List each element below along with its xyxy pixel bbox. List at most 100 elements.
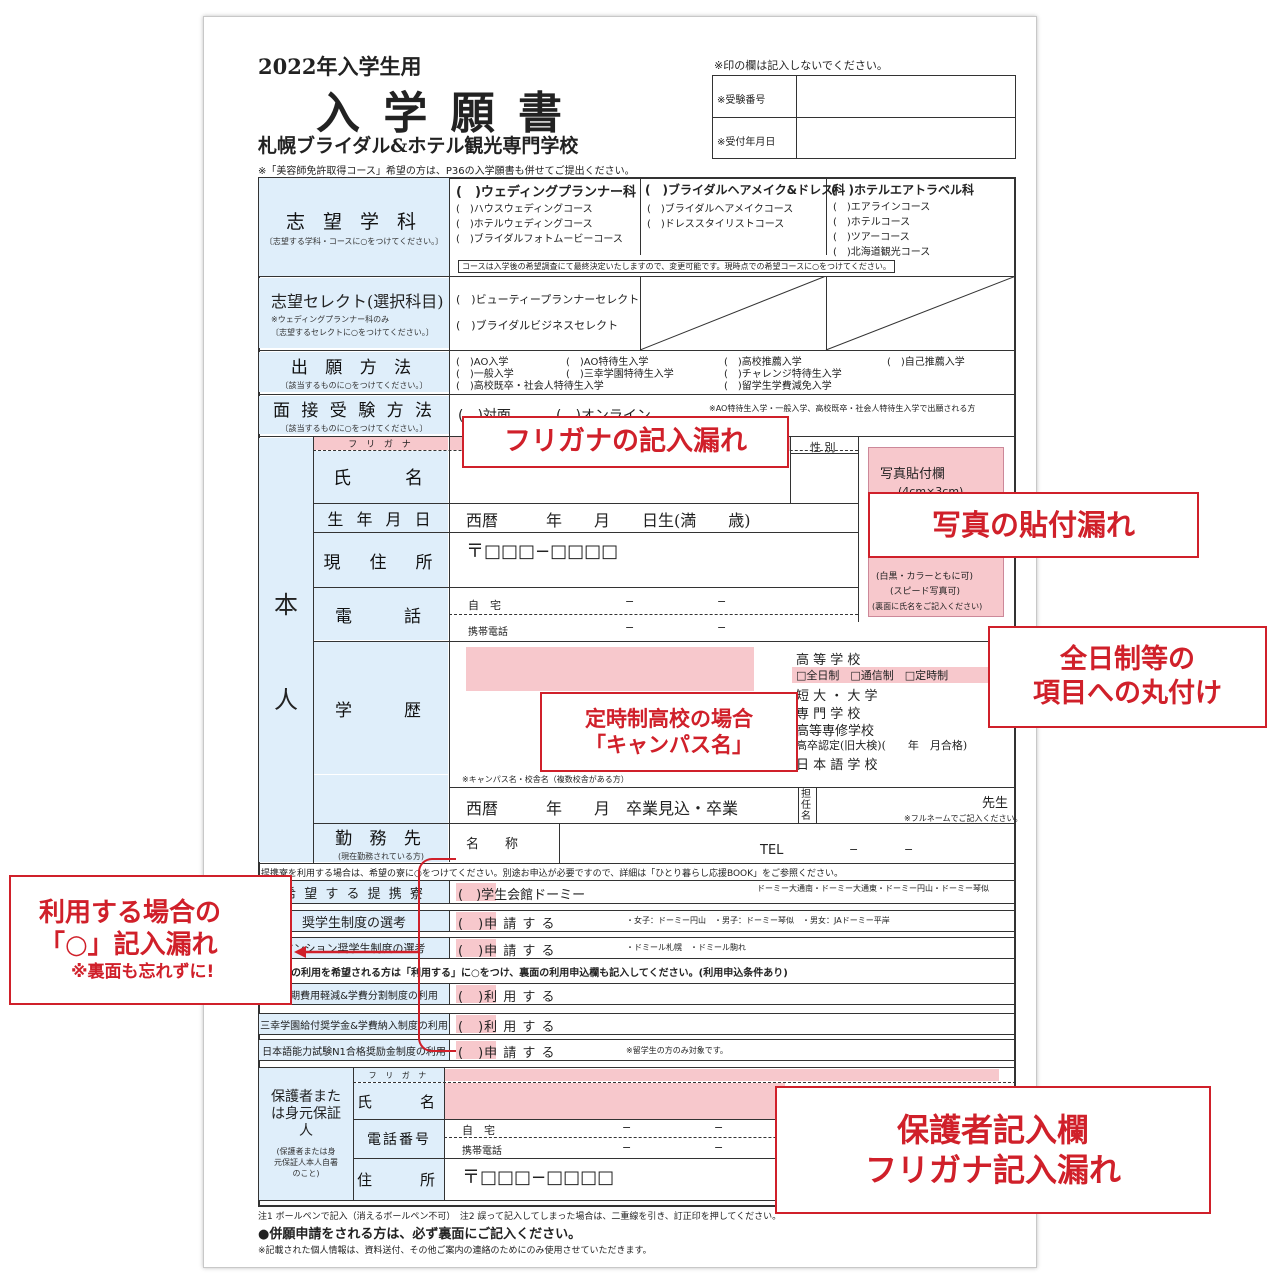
dob-label: 生 年 月 日 [314, 504, 448, 532]
edu-item[interactable]: 短 大 ・ 大 学 [796, 689, 878, 704]
divider [858, 436, 859, 622]
usage-circle-field[interactable] [456, 985, 496, 1003]
dorm-circle-field[interactable] [456, 939, 496, 957]
dept-col2-title[interactable]: ( )ブライダルヘアメイク&ドレス科 [645, 183, 846, 197]
education-label-text: 学 歴 [335, 700, 427, 721]
dept-col3-item[interactable]: ( )ツアーコース [833, 232, 910, 243]
dept-col3-item[interactable]: ( )北海道観光コース [833, 247, 931, 258]
apply-label-text: 出 願 方 法 [290, 358, 418, 378]
divider [444, 1067, 445, 1201]
apply-option[interactable]: ( )AO入学 [456, 357, 509, 368]
apply-option[interactable]: ( )留学生学費減免入学 [724, 381, 832, 392]
postal-code[interactable]: 〒□□□−□□□□ [466, 541, 619, 562]
graduation-value[interactable]: 西暦 年 月 卒業見込・卒業 [466, 799, 739, 818]
guardian-address-label: 住 所 [354, 1159, 444, 1200]
dept-col3-item[interactable]: ( )ホテルコース [833, 217, 911, 228]
usage-row-value[interactable]: ( )利 用 す る [458, 990, 556, 1005]
apply-option[interactable]: ( )AO特待生入学 [566, 357, 649, 368]
apply-option[interactable]: ( )チャレンジ特待生入学 [724, 369, 842, 380]
dept-label-text: 志 望 学 科 [285, 211, 423, 233]
guardian-furigana-text: フ リ ガ ナ [368, 1070, 430, 1080]
usage-row-note: ※留学生の方のみ対象です。 [626, 1046, 728, 1055]
dorm-circle-field[interactable] [456, 883, 496, 901]
dash: − [625, 621, 635, 634]
divider [258, 350, 1016, 351]
select-option[interactable]: ( )ブライダルビジネスセレクト [456, 319, 619, 332]
guardian-furigana-label: フ リ ガ ナ [354, 1068, 444, 1082]
divider [559, 823, 560, 863]
school-name-field[interactable] [466, 647, 754, 691]
usage-row-value[interactable]: ( )申 請 す る [458, 1046, 556, 1061]
address-label: 現 住 所 [314, 533, 448, 587]
usage-row-value[interactable]: ( )利 用 す る [458, 1020, 556, 1035]
edu-item[interactable]: 高等専修学校 [796, 724, 875, 739]
form-title: 入 学 願 書 [316, 88, 566, 139]
edu-item[interactable]: 高卒認定(旧大検)( 年 月合格) [796, 739, 968, 752]
edu-note: ※キャンパス名・校舎名（複数校舎がある方） [462, 775, 629, 784]
brace-bracket [418, 858, 456, 1052]
apply-option[interactable]: ( )高校推薦入学 [724, 357, 802, 368]
divider [313, 587, 858, 588]
dept-col1-title[interactable]: ( )ウェディングプランナー科 [456, 185, 636, 200]
teacher-suffix: 先生 [982, 796, 1009, 811]
dorm-row-label: 希 望 す る 提 携 寮 [259, 881, 449, 903]
dept-col2-item[interactable]: ( )ドレススタイリストコース [647, 219, 785, 230]
work-name-label: 名 称 [466, 837, 519, 852]
dept-label: 志 望 学 科 〔志望する学科・コースに○をつけてください。〕 [259, 178, 449, 276]
select-sub: 〔志望するセレクトに○をつけてください。〕 [271, 328, 434, 337]
edu-item: 高 等 学 校 [796, 653, 861, 668]
apply-option[interactable]: ( )一般入学 [456, 369, 514, 380]
dept-col3-item[interactable]: ( )エアラインコース [833, 202, 931, 213]
guardian-phone-text: 電話番号 [367, 1132, 431, 1148]
dept-label-sub: 〔志望する学科・コースに○をつけてください。〕 [264, 237, 444, 246]
dept-col1-item[interactable]: ( )ハウスウェディングコース [456, 204, 593, 215]
usage-row [258, 1039, 1016, 1061]
dept-col1-item[interactable]: ( )ブライダルフォトムービーコース [456, 234, 623, 245]
guardian-address-text: 住 所 [356, 1171, 441, 1189]
apply-option[interactable]: ( )三幸学園特待生入学 [566, 369, 674, 380]
edu-course-type[interactable]: □全日制 □通信制 □定時制 [796, 669, 949, 682]
divider [353, 1082, 1016, 1083]
dept-col3-title[interactable]: ( )ホテルエアトラベル科 [831, 183, 974, 197]
divider [449, 880, 450, 904]
select-option[interactable]: ( )ビューティープランナーセレクト [456, 293, 640, 306]
divider [790, 453, 858, 454]
divider [449, 1013, 450, 1035]
dorm-row-value[interactable]: ( )申 請 す る [458, 944, 556, 959]
divider [353, 1067, 354, 1201]
dept-col2-item[interactable]: ( )ブライダルヘアメイクコース [647, 204, 794, 215]
usage-row-label: 日本語能力試験N1合格奨励金制度の利用 [259, 1040, 449, 1060]
guardian-postal[interactable]: 〒□□□−□□□□ [462, 1167, 615, 1188]
person-label-char: 人 [274, 686, 298, 714]
guardian-name-field[interactable] [445, 1083, 785, 1119]
apply-option[interactable]: ( )高校既卒・社会人特待生入学 [456, 381, 604, 392]
arrow-left-icon [294, 946, 420, 958]
school-name: 札幌ブライダル&ホテル観光専門学校 [258, 135, 579, 157]
divider [449, 614, 858, 615]
photo-note: (裏面に氏名をご記入ください) [872, 602, 983, 611]
course-type-highlight[interactable] [792, 667, 1016, 683]
edu-item[interactable]: 専 門 学 校 [796, 707, 861, 722]
dorm-row-note: ドーミー大通南・ドーミー大通東・ドーミー円山・ドーミー琴似 [757, 884, 989, 893]
dob-value[interactable]: 西暦 年 月 日生(満 歳) [466, 511, 751, 530]
teacher-label: 担任名 [801, 789, 811, 822]
divider [313, 641, 1016, 642]
guardian-label: 保護者または身元保証人 (保護者または身元保証人本人自署のこと) [259, 1068, 353, 1200]
callout-fulltime-circle: 全日制等の 項目への丸付け [988, 626, 1267, 728]
dept-col1-item[interactable]: ( )ホテルウェディングコース [456, 219, 593, 230]
interview-note: ※AO特待生入学・一般入学、高校既卒・社会人特待生入学で出願される方 [709, 404, 976, 413]
guardian-furigana-field[interactable] [445, 1069, 999, 1081]
edu-item[interactable]: 日 本 語 学 校 [796, 758, 878, 773]
dorm-row-value[interactable]: ( )申 請 す る [458, 917, 556, 932]
dorm-intro: 提携寮を利用する場合は、希望の寮に○をつけてください。別途お申込が必要ですので、… [261, 869, 844, 879]
apply-option[interactable]: ( )自己推薦入学 [887, 357, 965, 368]
dash: − [622, 1141, 632, 1154]
select-sub: ※ウェディングプランナー科のみ [271, 315, 390, 324]
callout-text: 定時制高校の場合 [585, 706, 753, 731]
usage-circle-field[interactable] [456, 1015, 496, 1033]
divider [640, 276, 641, 350]
usage-circle-field[interactable] [456, 1041, 496, 1059]
dorm-circle-field[interactable] [456, 912, 496, 930]
dorm-row-value[interactable]: ( )学生会館ドーミー [458, 888, 586, 903]
furigana-label-text: フ リ ガ ナ [348, 440, 414, 450]
